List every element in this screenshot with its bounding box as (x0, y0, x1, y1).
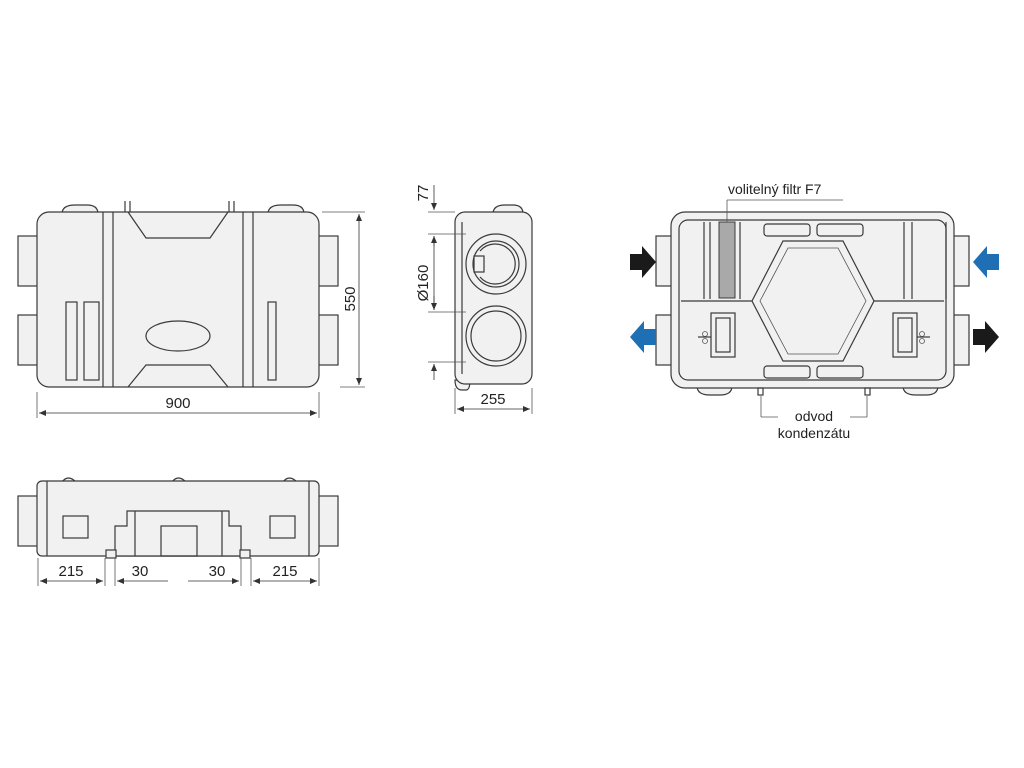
bottom-foot (239, 549, 251, 559)
fan-right (892, 312, 930, 358)
front-view: 900 550 (17, 201, 365, 418)
arrow-outlet-left (630, 321, 656, 353)
heat-exchanger (751, 240, 875, 362)
front-spigot-top-left (17, 235, 39, 287)
flow-housing-inner (678, 219, 947, 381)
drain-nozzle (864, 387, 871, 396)
bottom-spigot-left (17, 495, 39, 547)
side-port-lower-inner (470, 310, 522, 362)
front-spigot-top-right (317, 235, 339, 287)
side-port-upper-latch (473, 255, 485, 273)
front-top-recess (127, 211, 229, 239)
side-port-upper-inner (472, 240, 520, 288)
filter-f7 (718, 221, 736, 299)
dim-30-left-label: 30 (132, 563, 149, 580)
dim-160-label: Ø160 (415, 265, 432, 302)
internal-flow-view: volitelný filtr F7 odvod kondenzátu (630, 181, 999, 441)
front-logo-oval (145, 320, 211, 352)
front-spigot-bottom-right (317, 314, 339, 366)
dim-215-right-label: 215 (272, 563, 297, 580)
side-view: 77 Ø160 255 (415, 185, 533, 414)
dim-30-right-label: 30 (209, 563, 226, 580)
front-slot (267, 301, 277, 381)
flow-spigot (952, 235, 970, 287)
flow-spigot (655, 235, 673, 287)
arrow-inlet-right (973, 246, 999, 278)
front-bottom-recess (127, 364, 229, 388)
filter-label: volitelný filtr F7 (728, 181, 822, 197)
side-housing (454, 211, 533, 385)
fan-housing (892, 312, 918, 358)
arrow-outlet-right (973, 321, 999, 353)
flow-slot (763, 223, 811, 237)
flow-spigot (655, 314, 673, 366)
flow-housing (670, 211, 955, 389)
drain-label-line1: odvod (795, 408, 833, 424)
arrow-inlet-left (630, 246, 656, 278)
dim-255-label: 255 (480, 391, 505, 408)
bottom-window-right (269, 515, 296, 539)
side-port-upper (465, 233, 527, 295)
front-housing (36, 211, 320, 388)
fan-rotor (715, 317, 731, 353)
bottom-center-slot (160, 525, 198, 557)
fan-rotor (897, 317, 913, 353)
dim-900-label: 900 (165, 395, 190, 412)
dim-550-label: 550 (342, 286, 359, 311)
side-port-lower (465, 305, 527, 367)
drain-label-line2: kondenzátu (778, 425, 850, 441)
bottom-view: 215 30 30 215 (17, 477, 339, 586)
flow-slot (816, 223, 864, 237)
drain-nozzle (757, 387, 764, 396)
bottom-foot (105, 549, 117, 559)
dim-77-label: 77 (415, 185, 432, 202)
fan-bolt (702, 338, 708, 344)
flow-slot (816, 365, 864, 379)
front-slot (65, 301, 78, 381)
dim-215-left-label: 215 (58, 563, 83, 580)
bottom-center-block (114, 510, 242, 557)
bottom-window-left (62, 515, 89, 539)
fan-left (698, 312, 736, 358)
fan-housing (710, 312, 736, 358)
fan-bolt (919, 338, 925, 344)
front-slot (83, 301, 100, 381)
flow-slot (763, 365, 811, 379)
front-spigot-bottom-left (17, 314, 39, 366)
side-port-upper-fitting (479, 243, 516, 285)
heat-exchanger-inner (759, 247, 867, 355)
bottom-spigot-right (317, 495, 339, 547)
flow-spigot (952, 314, 970, 366)
